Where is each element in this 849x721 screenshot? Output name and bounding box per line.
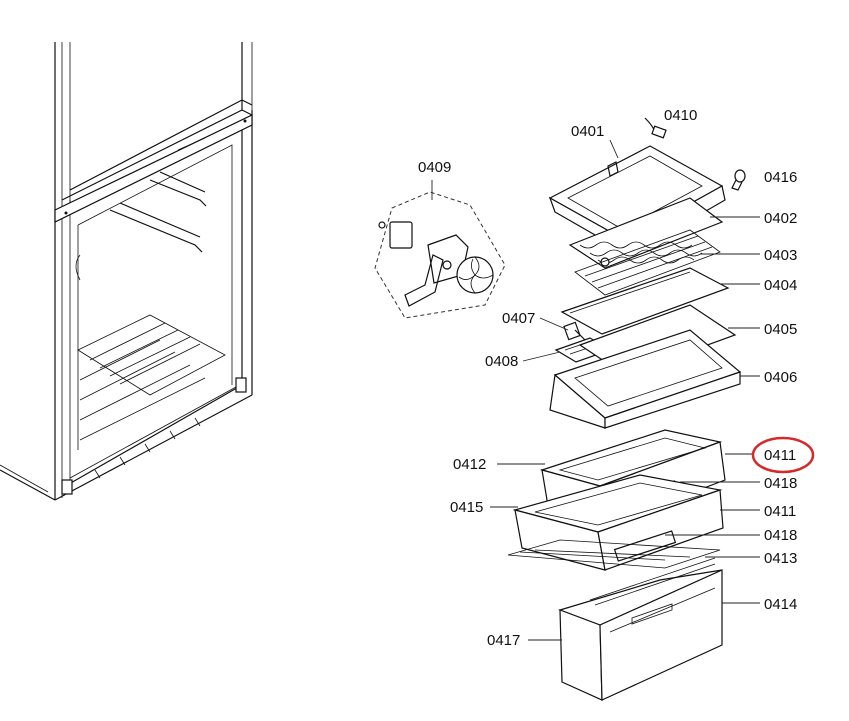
label-0404: 0404 [764,277,797,294]
freezer-floor-grille [77,314,226,441]
label-0401: 0401 [571,123,604,140]
label-0411-highlighted: 0411 [764,447,796,464]
screw-0416 [731,169,746,191]
label-0408: 0408 [485,353,518,370]
label-0418-second: 0418 [764,527,797,544]
heater-grid-0403 [574,229,721,296]
hinge-bottom-right [235,377,247,393]
label-0406: 0406 [764,369,797,386]
label-0416: 0416 [764,169,797,186]
label-0410: 0410 [664,107,697,124]
label-0418-top: 0418 [764,475,797,492]
bin-bottom-0414 [558,557,723,701]
highlight-circle-0411 [751,436,815,474]
shelf-grid-0413 [507,539,721,569]
label-0405: 0405 [764,321,797,338]
label-0407: 0407 [502,310,535,327]
base-vents [94,417,201,479]
label-0413: 0413 [764,550,797,567]
fan-assembly-0409 [374,191,506,319]
label-0409: 0409 [418,159,451,176]
part-labels: 0409 0401 0410 0416 0402 0403 0404 0405 … [418,107,797,649]
bracket-0407 [563,321,586,341]
tray-0406 [549,329,742,429]
plate-0404 [560,267,730,335]
sensor-0410 [644,117,667,139]
label-0414: 0414 [764,596,797,613]
label-0415: 0415 [450,499,483,516]
drawer-middle-0415 [512,474,724,571]
label-0402: 0402 [764,210,797,227]
label-0412: 0412 [453,456,486,473]
leader-lines [431,139,760,641]
label-0411-second: 0411 [764,503,796,520]
hinge-bottom-left [61,479,73,495]
refrigerator-cabinet [0,42,253,501]
label-0417: 0417 [487,632,520,649]
label-0403: 0403 [764,247,797,264]
